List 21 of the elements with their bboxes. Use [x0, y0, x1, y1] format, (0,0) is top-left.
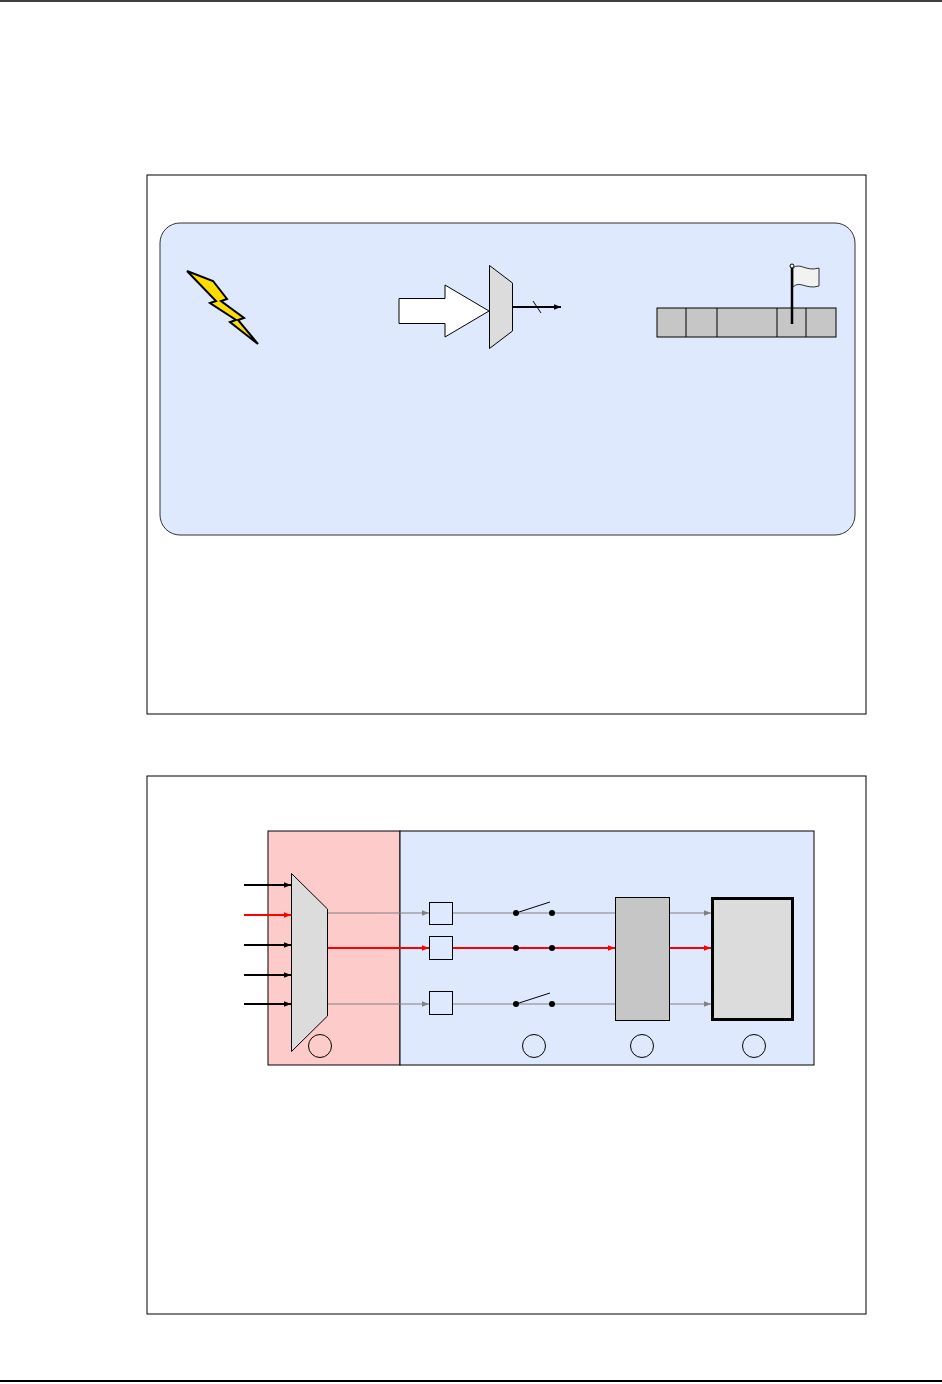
block-arrow [398, 284, 490, 338]
multiplexer-symbol [489, 265, 513, 349]
arrow [327, 910, 430, 916]
arrow [452, 945, 616, 951]
arrow [512, 304, 562, 310]
arrow [669, 945, 712, 951]
small-box [429, 936, 453, 960]
small-box [429, 991, 453, 1015]
arrow [327, 945, 430, 951]
arrow [327, 1001, 430, 1007]
arrow [669, 1001, 712, 1007]
small-box [429, 902, 453, 925]
switch-block [615, 897, 670, 1021]
arrow [669, 910, 712, 916]
arrow [243, 912, 292, 918]
arrow [243, 1001, 292, 1007]
block [711, 897, 794, 1021]
multiplexer-symbol [291, 873, 328, 1052]
arrow [243, 942, 292, 948]
arrow [243, 882, 292, 888]
arrow [243, 972, 292, 978]
